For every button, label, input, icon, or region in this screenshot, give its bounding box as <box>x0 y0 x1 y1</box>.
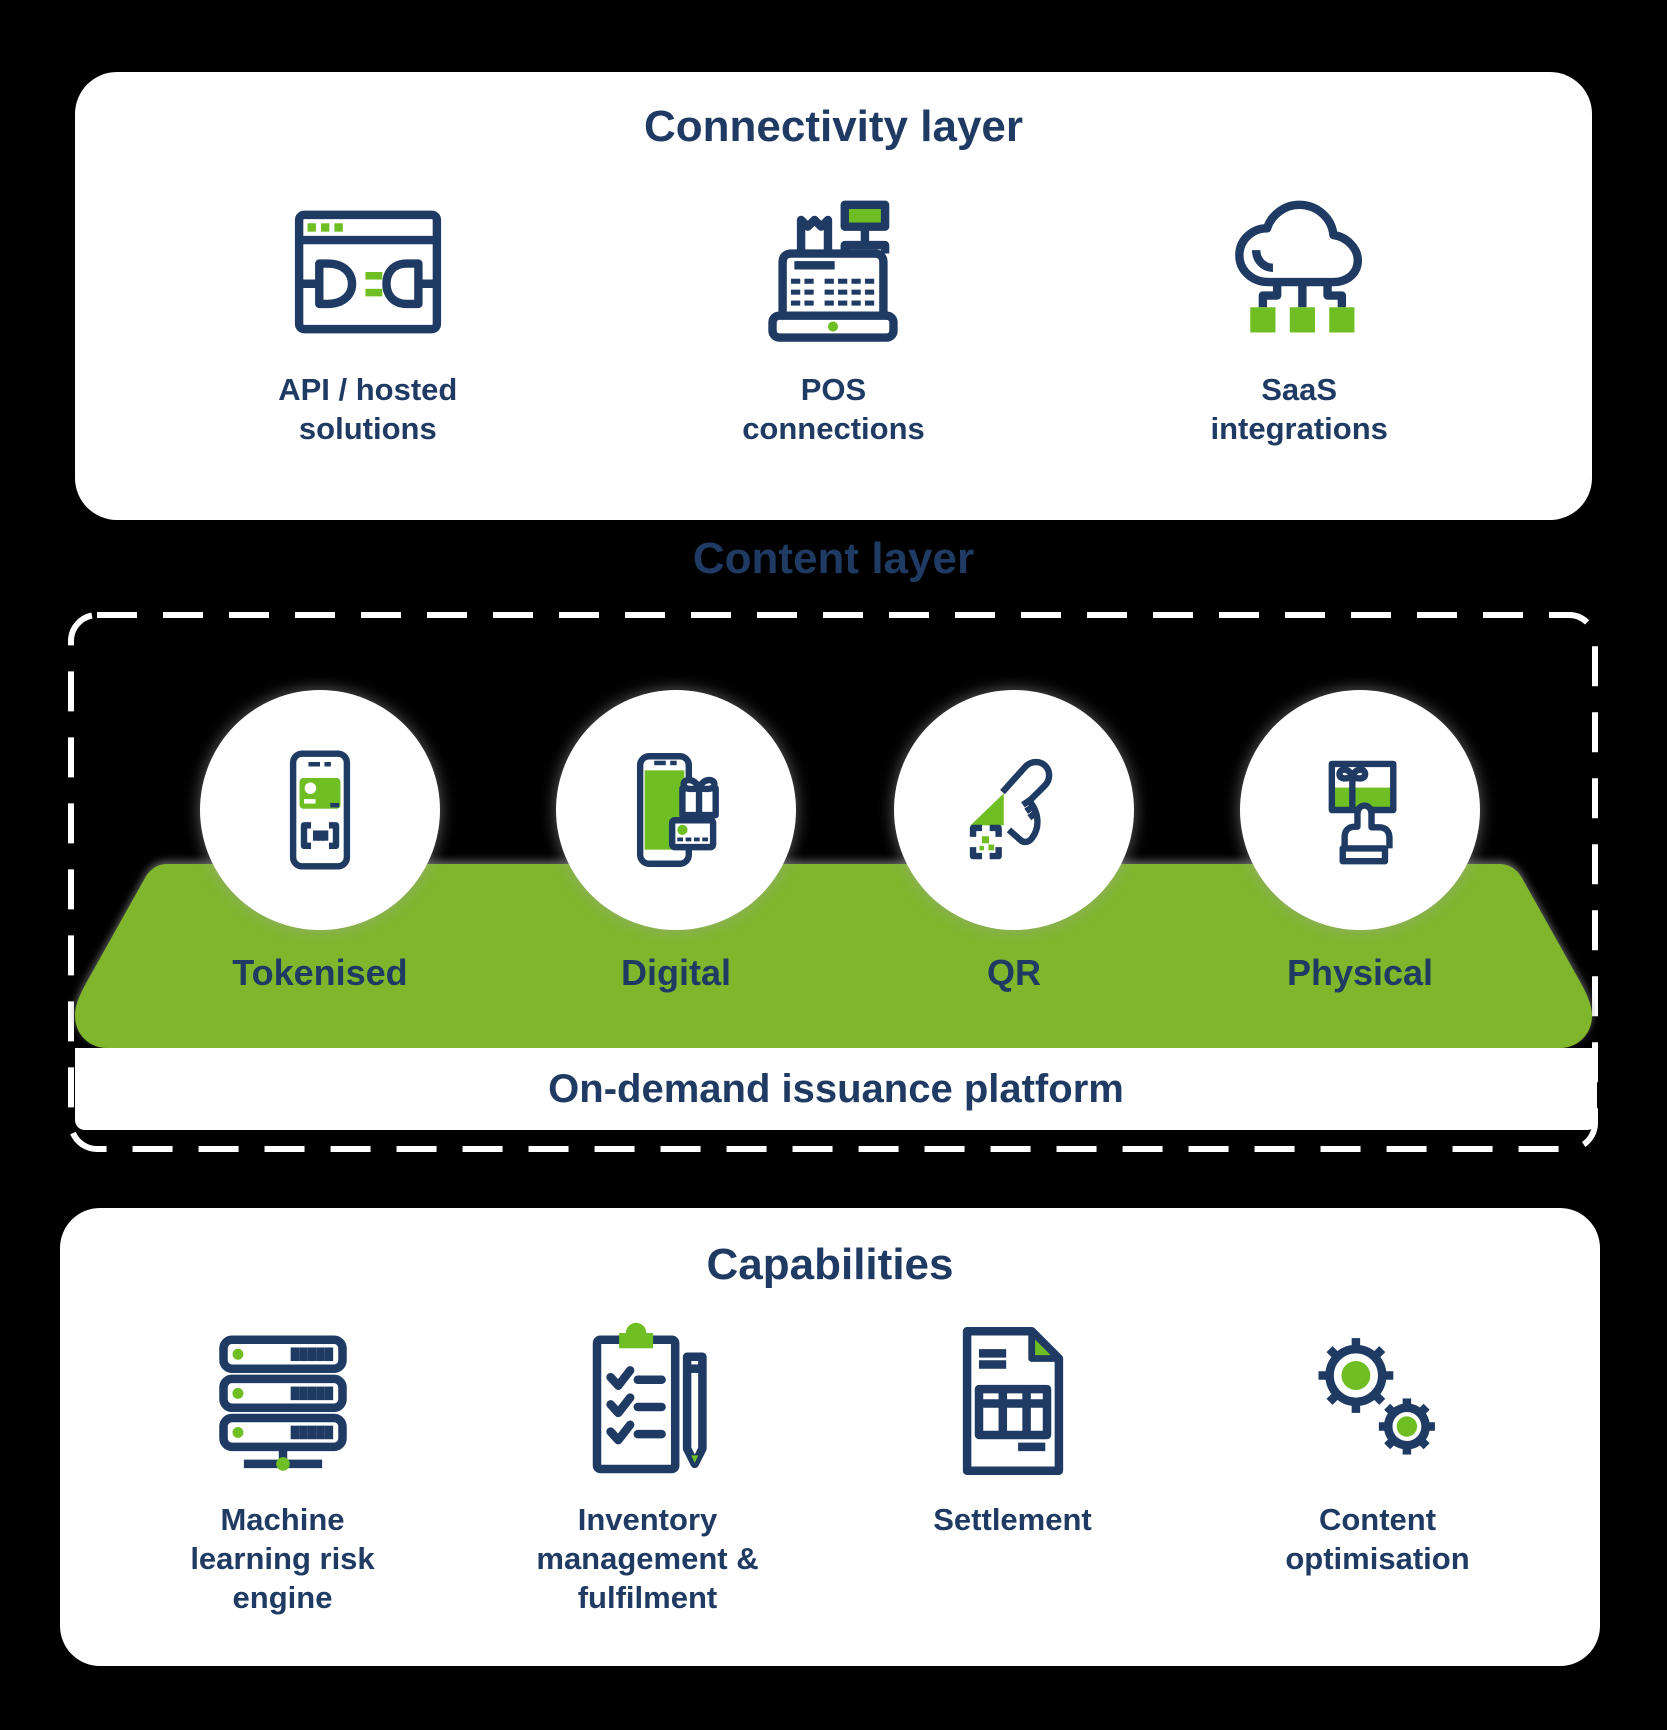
issuance-platform-green-band <box>75 864 1592 1048</box>
content-layer-title: Content layer <box>692 534 975 583</box>
connectivity-item-api: API / hosted solutions <box>135 188 601 448</box>
capability-item-label: Content optimisation <box>1285 1502 1470 1577</box>
on-demand-issuance-platform-bar: On-demand issuance platform <box>75 1048 1597 1130</box>
settlement-document-icon <box>928 1316 1098 1486</box>
connectivity-item-label: API / hosted solutions <box>278 372 458 447</box>
connectivity-item-saas: SaaS integrations <box>1066 188 1532 448</box>
content-bubble-tokenised <box>200 690 440 930</box>
cloud-integrations-icon <box>1215 188 1383 356</box>
capability-item-inventory: Inventory management & fulfilment <box>465 1316 830 1617</box>
capability-item-label: Machine learning risk engine <box>190 1502 375 1616</box>
content-item-label-digital: Digital <box>620 952 731 993</box>
browser-plugs-icon <box>284 188 452 356</box>
connectivity-item-label: POS connections <box>742 372 925 447</box>
content-item-label-qr: QR <box>987 952 1041 993</box>
capability-item-content-optimisation: Content optimisation <box>1195 1316 1560 1578</box>
capabilities-card: Capabilities <box>60 1208 1600 1666</box>
content-bubble-physical <box>1240 690 1480 930</box>
capabilities-items-row: Machine learning risk engine <box>60 1316 1600 1617</box>
qr-scanner-icon <box>950 746 1078 874</box>
clipboard-checklist-icon <box>563 1316 733 1486</box>
content-bubble-digital <box>556 690 796 930</box>
server-stack-icon <box>198 1316 368 1486</box>
phone-barcode-icon <box>256 746 384 874</box>
connectivity-layer-card: Connectivity layer <box>75 72 1592 520</box>
connectivity-item-pos: POS connections <box>601 188 1067 448</box>
capabilities-title: Capabilities <box>706 1240 954 1289</box>
phone-gift-icon <box>612 746 740 874</box>
content-item-label-physical: Physical <box>1286 952 1434 993</box>
capability-item-settlement: Settlement <box>830 1316 1195 1539</box>
gift-card-hand-icon <box>1296 746 1424 874</box>
content-item-label-tokenised: Tokenised <box>232 952 408 993</box>
capability-item-risk-engine: Machine learning risk engine <box>100 1316 465 1617</box>
capability-item-label: Inventory management & fulfilment <box>536 1502 759 1616</box>
cash-register-icon <box>749 188 917 356</box>
connectivity-layer-title: Connectivity layer <box>643 102 1024 151</box>
connectivity-items-row: API / hosted solutions <box>75 188 1592 448</box>
on-demand-issuance-platform-label: On-demand issuance platform <box>548 1066 1124 1111</box>
content-layer-dashed-border <box>68 612 1598 1152</box>
connectivity-item-label: SaaS integrations <box>1210 372 1388 447</box>
content-bubble-qr <box>894 690 1134 930</box>
gears-icon <box>1293 1316 1463 1486</box>
capability-item-label: Settlement <box>933 1502 1092 1537</box>
